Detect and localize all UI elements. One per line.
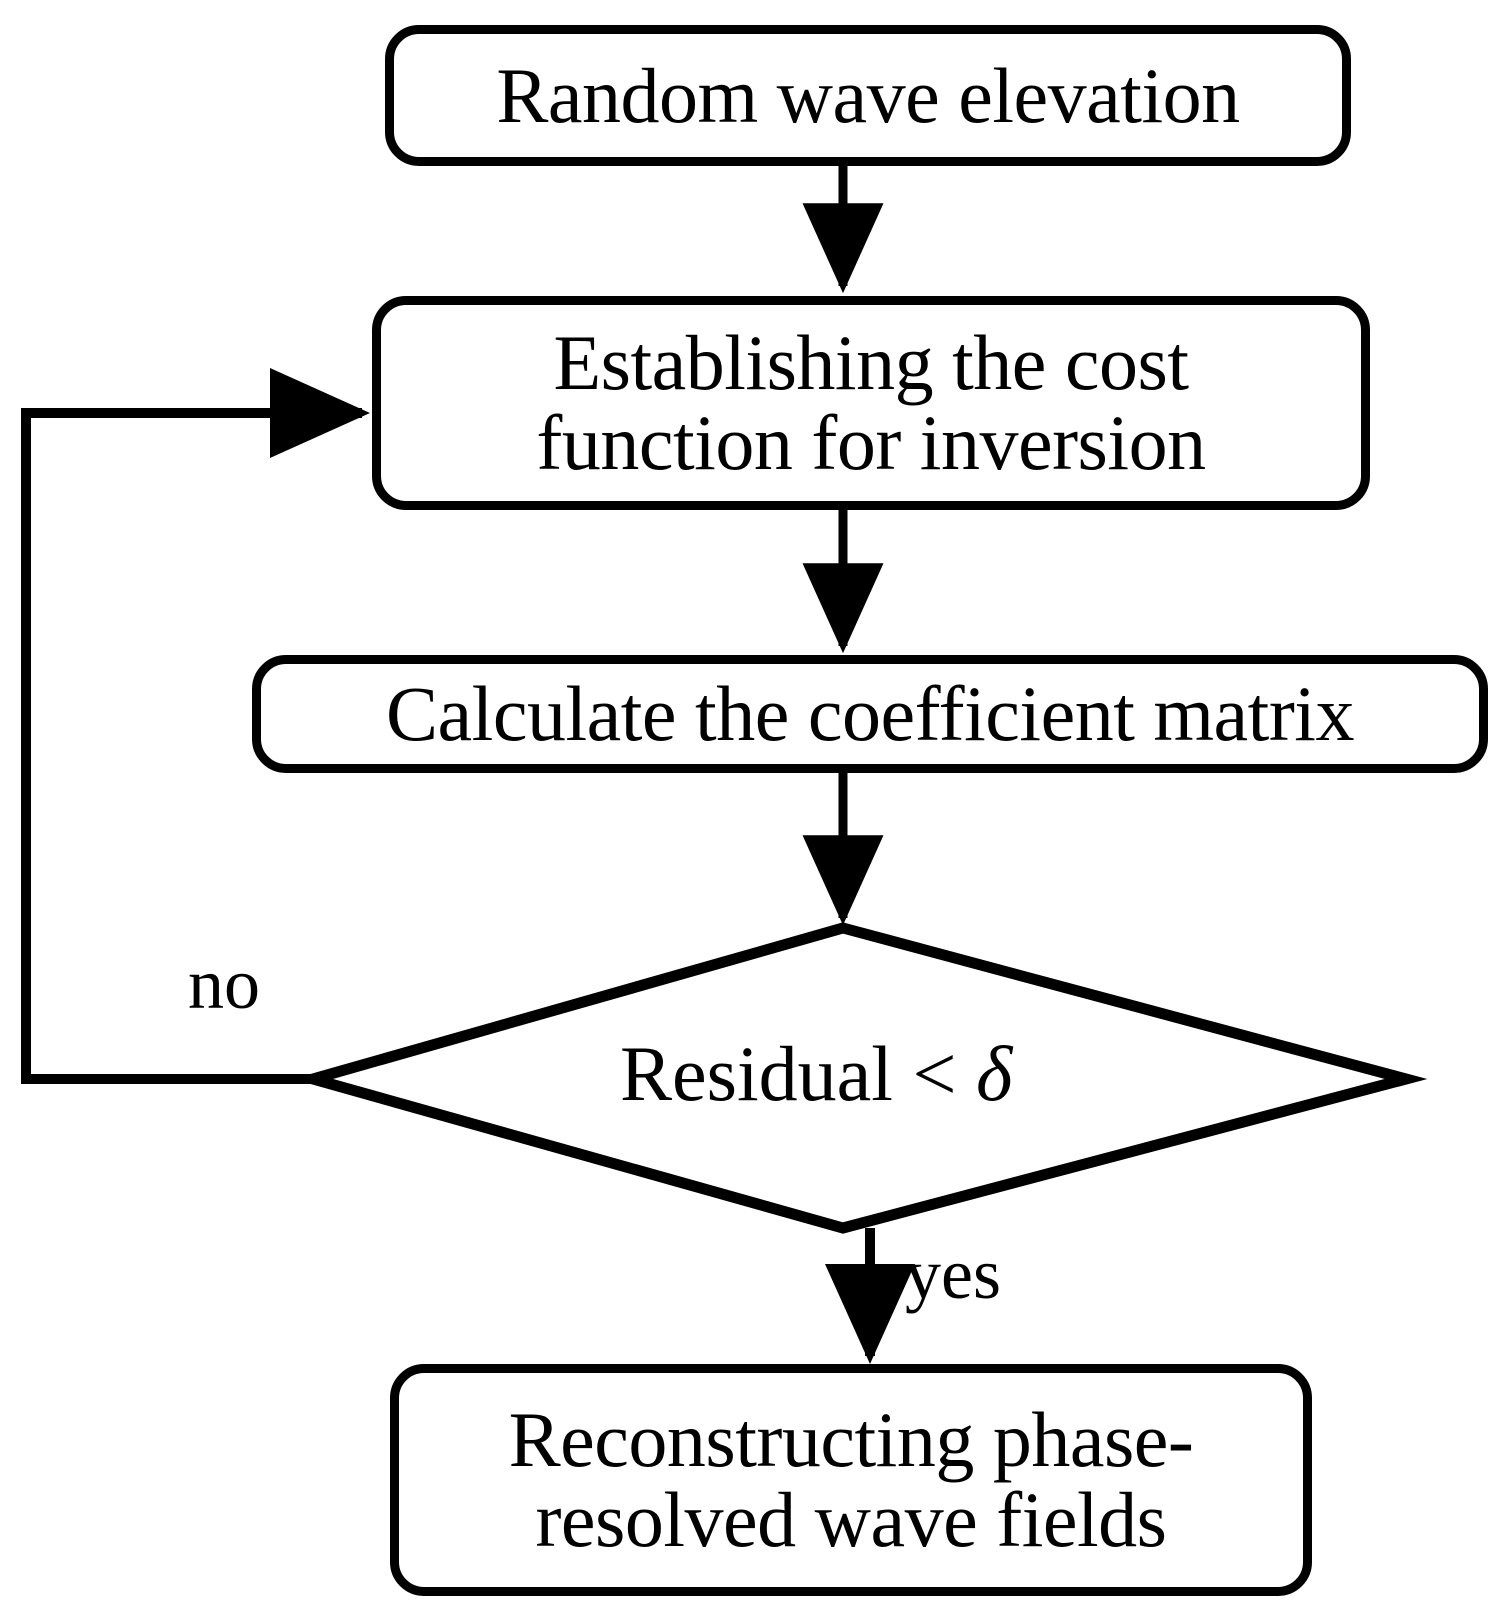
node-calculate-coefficient-matrix-label: Calculate the coefficient matrix <box>386 670 1354 758</box>
node-calculate-coefficient-matrix[interactable]: Calculate the coefficient matrix <box>252 655 1488 773</box>
node-reconstructing-wave-fields-label: Reconstructing phase- resolved wave fiel… <box>508 1396 1194 1563</box>
node-residual-check-label: Residual < δ <box>620 1035 1012 1113</box>
edge-label-no: no <box>188 944 260 1024</box>
delta-symbol: δ <box>975 1030 1013 1117</box>
node-random-wave-elevation[interactable]: Random wave elevation <box>385 25 1351 166</box>
node-establishing-cost-function-label: Establishing the cost function for inver… <box>536 319 1206 486</box>
edge-label-yes: yes <box>905 1234 1001 1314</box>
node-random-wave-elevation-label: Random wave elevation <box>496 51 1240 139</box>
node-establishing-cost-function[interactable]: Establishing the cost function for inver… <box>372 296 1370 510</box>
residual-check-text: Residual < <box>620 1030 976 1117</box>
node-reconstructing-wave-fields[interactable]: Reconstructing phase- resolved wave fiel… <box>390 1364 1312 1596</box>
